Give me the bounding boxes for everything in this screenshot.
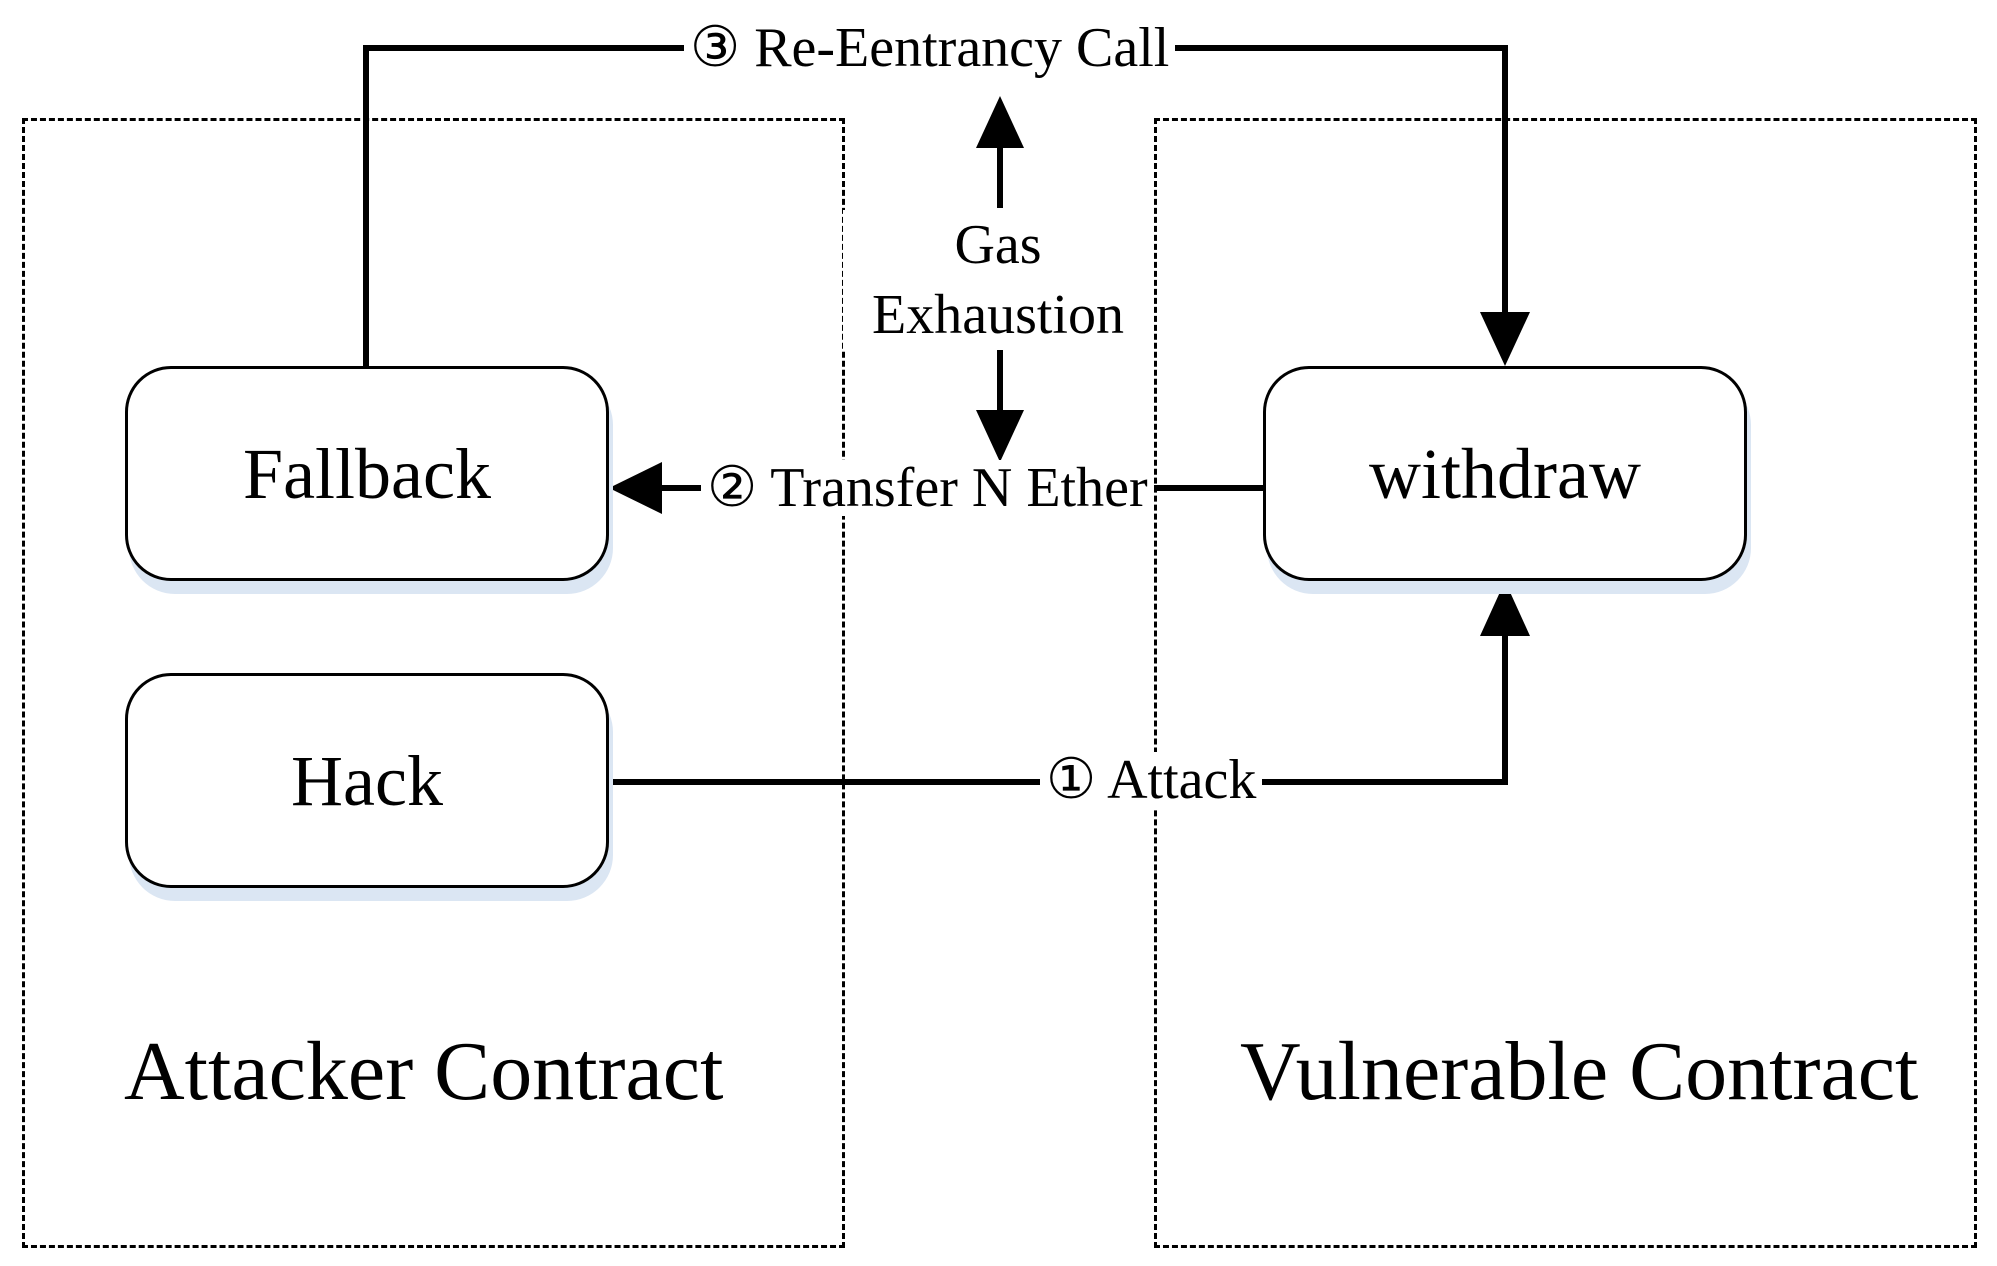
- fallback-node: Fallback: [125, 366, 609, 581]
- attacker-contract-region: [22, 118, 845, 1248]
- withdraw-node: withdraw: [1263, 366, 1747, 581]
- vulnerable-contract-title: Vulnerable Contract: [1240, 1025, 1919, 1118]
- gas-exhaustion-line-1: Gas: [954, 214, 1042, 276]
- transfer-ether-label: ② Transfer N Ether: [701, 460, 1154, 516]
- gas-exhaustion-label: Gas Exhaustion: [843, 210, 1153, 350]
- attack-arrowhead: [1480, 581, 1530, 636]
- transfer-arrowhead: [609, 462, 662, 514]
- gas-up-arrowhead: [976, 96, 1024, 148]
- reentrancy-call-arrowhead: [1480, 312, 1530, 366]
- reentrancy-call-label: ③ Re-Eentrancy Call: [684, 20, 1176, 76]
- attack-connector: [609, 630, 1508, 785]
- gas-exhaustion-line-2: Exhaustion: [872, 284, 1124, 346]
- attacker-contract-title: Attacker Contract: [124, 1025, 724, 1118]
- attack-label: ① Attack: [1040, 752, 1263, 808]
- vulnerable-contract-region: [1154, 118, 1977, 1248]
- gas-down-arrowhead: [976, 410, 1024, 462]
- hack-node: Hack: [125, 673, 609, 888]
